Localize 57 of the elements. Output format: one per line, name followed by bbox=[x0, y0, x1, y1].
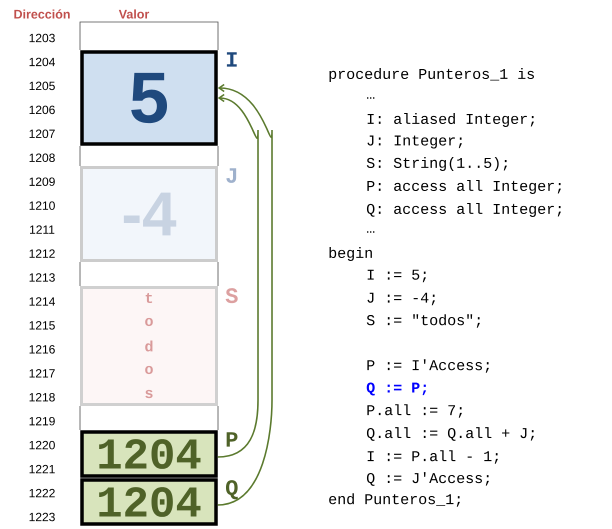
arrow bbox=[218, 84, 273, 506]
code-line: J := -4; bbox=[368, 292, 435, 306]
code-line: S: String(1..5); bbox=[366, 157, 507, 171]
address: 1220 bbox=[30, 440, 55, 450]
code-line: P: access all Integer; bbox=[367, 180, 561, 194]
cell-character: s bbox=[145, 390, 153, 398]
address: 1212 bbox=[30, 249, 55, 258]
column-header: Dirección bbox=[14, 9, 70, 19]
address: 1219 bbox=[30, 416, 55, 426]
address: 1214 bbox=[30, 297, 55, 306]
variable-name: Q bbox=[226, 480, 238, 500]
address: 1223 bbox=[30, 512, 55, 522]
variable-name: I bbox=[226, 52, 237, 67]
variable-name: P bbox=[226, 432, 238, 447]
address: 1205 bbox=[30, 82, 55, 90]
address: 1206 bbox=[30, 106, 55, 114]
code-line: J: Integer; bbox=[368, 135, 462, 149]
address: 1211 bbox=[30, 225, 54, 234]
cell-character: o bbox=[145, 366, 153, 374]
address: 1204 bbox=[30, 58, 55, 66]
address: 1209 bbox=[30, 177, 55, 186]
variable-name: S bbox=[226, 288, 238, 304]
cell-character: d bbox=[145, 340, 152, 352]
address: 1203 bbox=[30, 34, 55, 42]
code-line: Q: access all Integer; bbox=[366, 203, 561, 217]
code-line: I := P.all - 1; bbox=[368, 450, 498, 464]
address: 1210 bbox=[30, 201, 55, 210]
variable-name: J bbox=[226, 168, 236, 183]
address: 1215 bbox=[30, 321, 55, 330]
address: 1207 bbox=[30, 130, 55, 138]
address: 1216 bbox=[30, 345, 55, 354]
memory-cell: 1204 bbox=[80, 430, 218, 478]
memory-cell: 5 bbox=[80, 50, 218, 146]
cell-character: o bbox=[145, 318, 153, 326]
code-line: … bbox=[367, 231, 374, 233]
arrow bbox=[218, 94, 259, 458]
memory-cell: 1204 bbox=[80, 478, 218, 526]
code-line: I: aliased Integer; bbox=[368, 113, 534, 127]
code-line: Q.all := Q.all + J; bbox=[366, 427, 534, 441]
code-line: P := I'Access; bbox=[367, 359, 489, 373]
code-line: begin bbox=[330, 247, 372, 261]
address: 1213 bbox=[30, 273, 55, 282]
address: 1222 bbox=[30, 488, 55, 498]
code-line: Q := J'Access; bbox=[366, 472, 489, 486]
address: 1218 bbox=[30, 393, 55, 402]
code-line: S := "todos"; bbox=[366, 314, 480, 328]
code-line: P.all := 7; bbox=[367, 404, 462, 418]
column-header: Valor bbox=[118, 9, 150, 19]
address: 1217 bbox=[30, 369, 55, 378]
code-line: end Punteros_1; bbox=[329, 493, 460, 507]
code-line: … bbox=[367, 97, 374, 99]
address: 1221 bbox=[30, 464, 55, 474]
cell-character: t bbox=[146, 292, 152, 304]
code-line: I := 5; bbox=[368, 270, 426, 282]
address: 1208 bbox=[30, 154, 55, 162]
code-line: procedure Punteros_1 is bbox=[330, 68, 534, 82]
code-line: Q := P; bbox=[366, 382, 426, 396]
